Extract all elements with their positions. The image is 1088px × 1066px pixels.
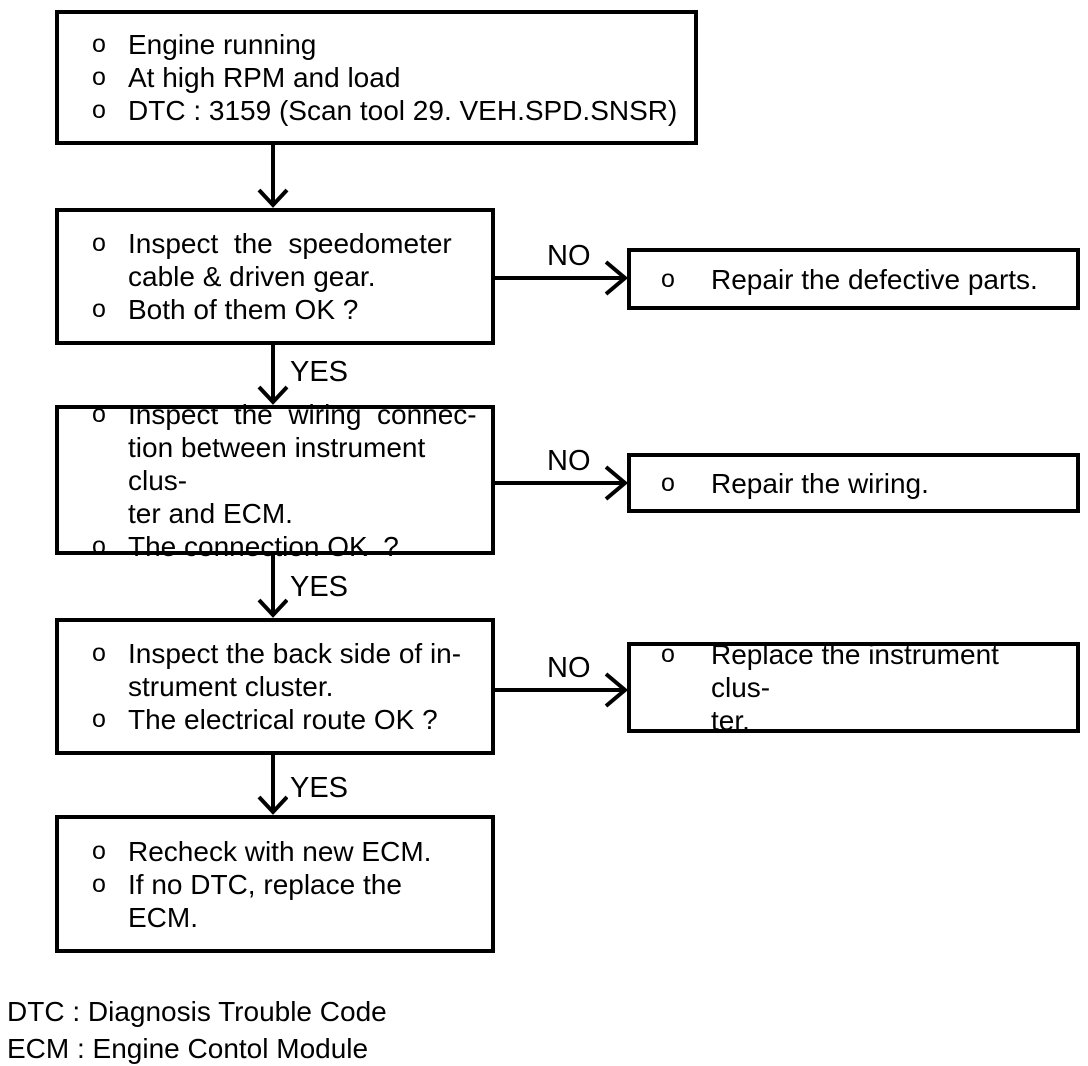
flow-box-repair-defective-parts: o Repair the defective parts. — [627, 248, 1080, 310]
check-row: o Both of them OK ? — [59, 293, 491, 326]
legend-dtc: DTC : Diagnosis Trouble Code — [7, 996, 387, 1027]
arrow-step2-yes — [257, 555, 289, 618]
arrow-start-to-step1 — [257, 145, 289, 208]
legend-ecm: ECM : Engine Contol Module — [7, 1033, 369, 1064]
flow-box-repair-wiring: o Repair the wiring. — [627, 453, 1080, 513]
flow-box-step2-wiring-check: o Inspect the wiring connec- tion betwee… — [55, 399, 495, 562]
check-row: o Inspect the speedometer cable & driven… — [59, 227, 491, 293]
bullet-icon: o — [92, 639, 106, 667]
step3-instruction: Inspect the back side of in- strument cl… — [128, 638, 462, 702]
action-row: o Replace the instrument clus- ter. — [631, 638, 1076, 737]
end-replace-ecm: If no DTC, replace the ECM. — [128, 868, 410, 933]
condition-row: o DTC : 3159 (Scan tool 29. VEH.SPD.SNSR… — [59, 94, 694, 127]
step3-question: The electrical route OK ? — [128, 704, 438, 735]
arrow-step1-no — [495, 260, 629, 296]
flow-box-start-conditions: o Engine running o At high RPM and load … — [55, 10, 698, 145]
no-label-step2: NO — [545, 445, 593, 477]
action-row: o If no DTC, replace the ECM. — [59, 868, 491, 934]
arrow-step1-yes — [257, 345, 289, 405]
step2-question: The connection OK ? — [128, 530, 399, 562]
yes-label-step1: YES — [288, 356, 351, 388]
condition-dtc-code: DTC : 3159 (Scan tool 29. VEH.SPD.SNSR) — [128, 95, 678, 126]
bullet-icon: o — [661, 640, 675, 668]
flow-box-step1-speedometer-check: o Inspect the speedometer cable & driven… — [55, 208, 495, 345]
no-label-step3: NO — [545, 652, 593, 684]
bullet-icon: o — [92, 399, 106, 428]
bullet-icon: o — [92, 96, 106, 124]
step1-instruction: Inspect the speedometer cable & driven g… — [128, 228, 452, 292]
flow-box-end-recheck-ecm: o Recheck with new ECM. o If no DTC, rep… — [55, 815, 495, 953]
bullet-icon: o — [92, 869, 106, 898]
check-row: o Inspect the wiring connec- tion betwee… — [59, 398, 491, 530]
check-row: o The electrical route OK ? — [59, 703, 491, 736]
no-label-step1: NO — [545, 240, 593, 272]
condition-row: o At high RPM and load — [59, 61, 694, 94]
action-row: o Repair the wiring. — [631, 467, 1076, 500]
arrow-step3-yes — [257, 755, 289, 815]
bullet-icon: o — [92, 836, 106, 865]
end-recheck-ecm: Recheck with new ECM. — [128, 835, 432, 867]
step2-no-action: Repair the wiring. — [711, 467, 929, 499]
condition-rpm-load: At high RPM and load — [128, 62, 401, 93]
flow-box-step3-cluster-check: o Inspect the back side of in- strument … — [55, 618, 495, 755]
bullet-icon: o — [661, 264, 675, 293]
bullet-icon: o — [92, 531, 106, 560]
step1-question: Both of them OK ? — [128, 294, 359, 325]
arrow-step3-no — [495, 672, 629, 708]
arrow-step2-no — [495, 465, 629, 501]
bullet-icon: o — [92, 229, 106, 257]
step2-instruction: Inspect the wiring connec- tion between … — [128, 398, 477, 529]
step3-no-action: Replace the instrument clus- ter. — [711, 639, 999, 736]
check-row: o The connection OK ? — [59, 530, 491, 563]
flow-box-replace-cluster: o Replace the instrument clus- ter. — [627, 639, 1080, 736]
yes-label-step3: YES — [288, 772, 351, 804]
bullet-icon: o — [661, 468, 675, 497]
bullet-icon: o — [92, 63, 106, 91]
action-row: o Recheck with new ECM. — [59, 835, 491, 868]
yes-label-step2: YES — [288, 571, 351, 603]
action-row: o Repair the defective parts. — [631, 263, 1076, 296]
condition-row: o Engine running — [59, 28, 694, 61]
step1-no-action: Repair the defective parts. — [711, 263, 1038, 295]
condition-engine-running: Engine running — [128, 29, 317, 60]
bullet-icon: o — [92, 295, 106, 323]
bullet-icon: o — [92, 705, 106, 733]
abbreviation-legend: DTC : Diagnosis Trouble Code ECM : Engin… — [7, 993, 387, 1066]
bullet-icon: o — [92, 30, 106, 58]
check-row: o Inspect the back side of in- strument … — [59, 637, 491, 703]
